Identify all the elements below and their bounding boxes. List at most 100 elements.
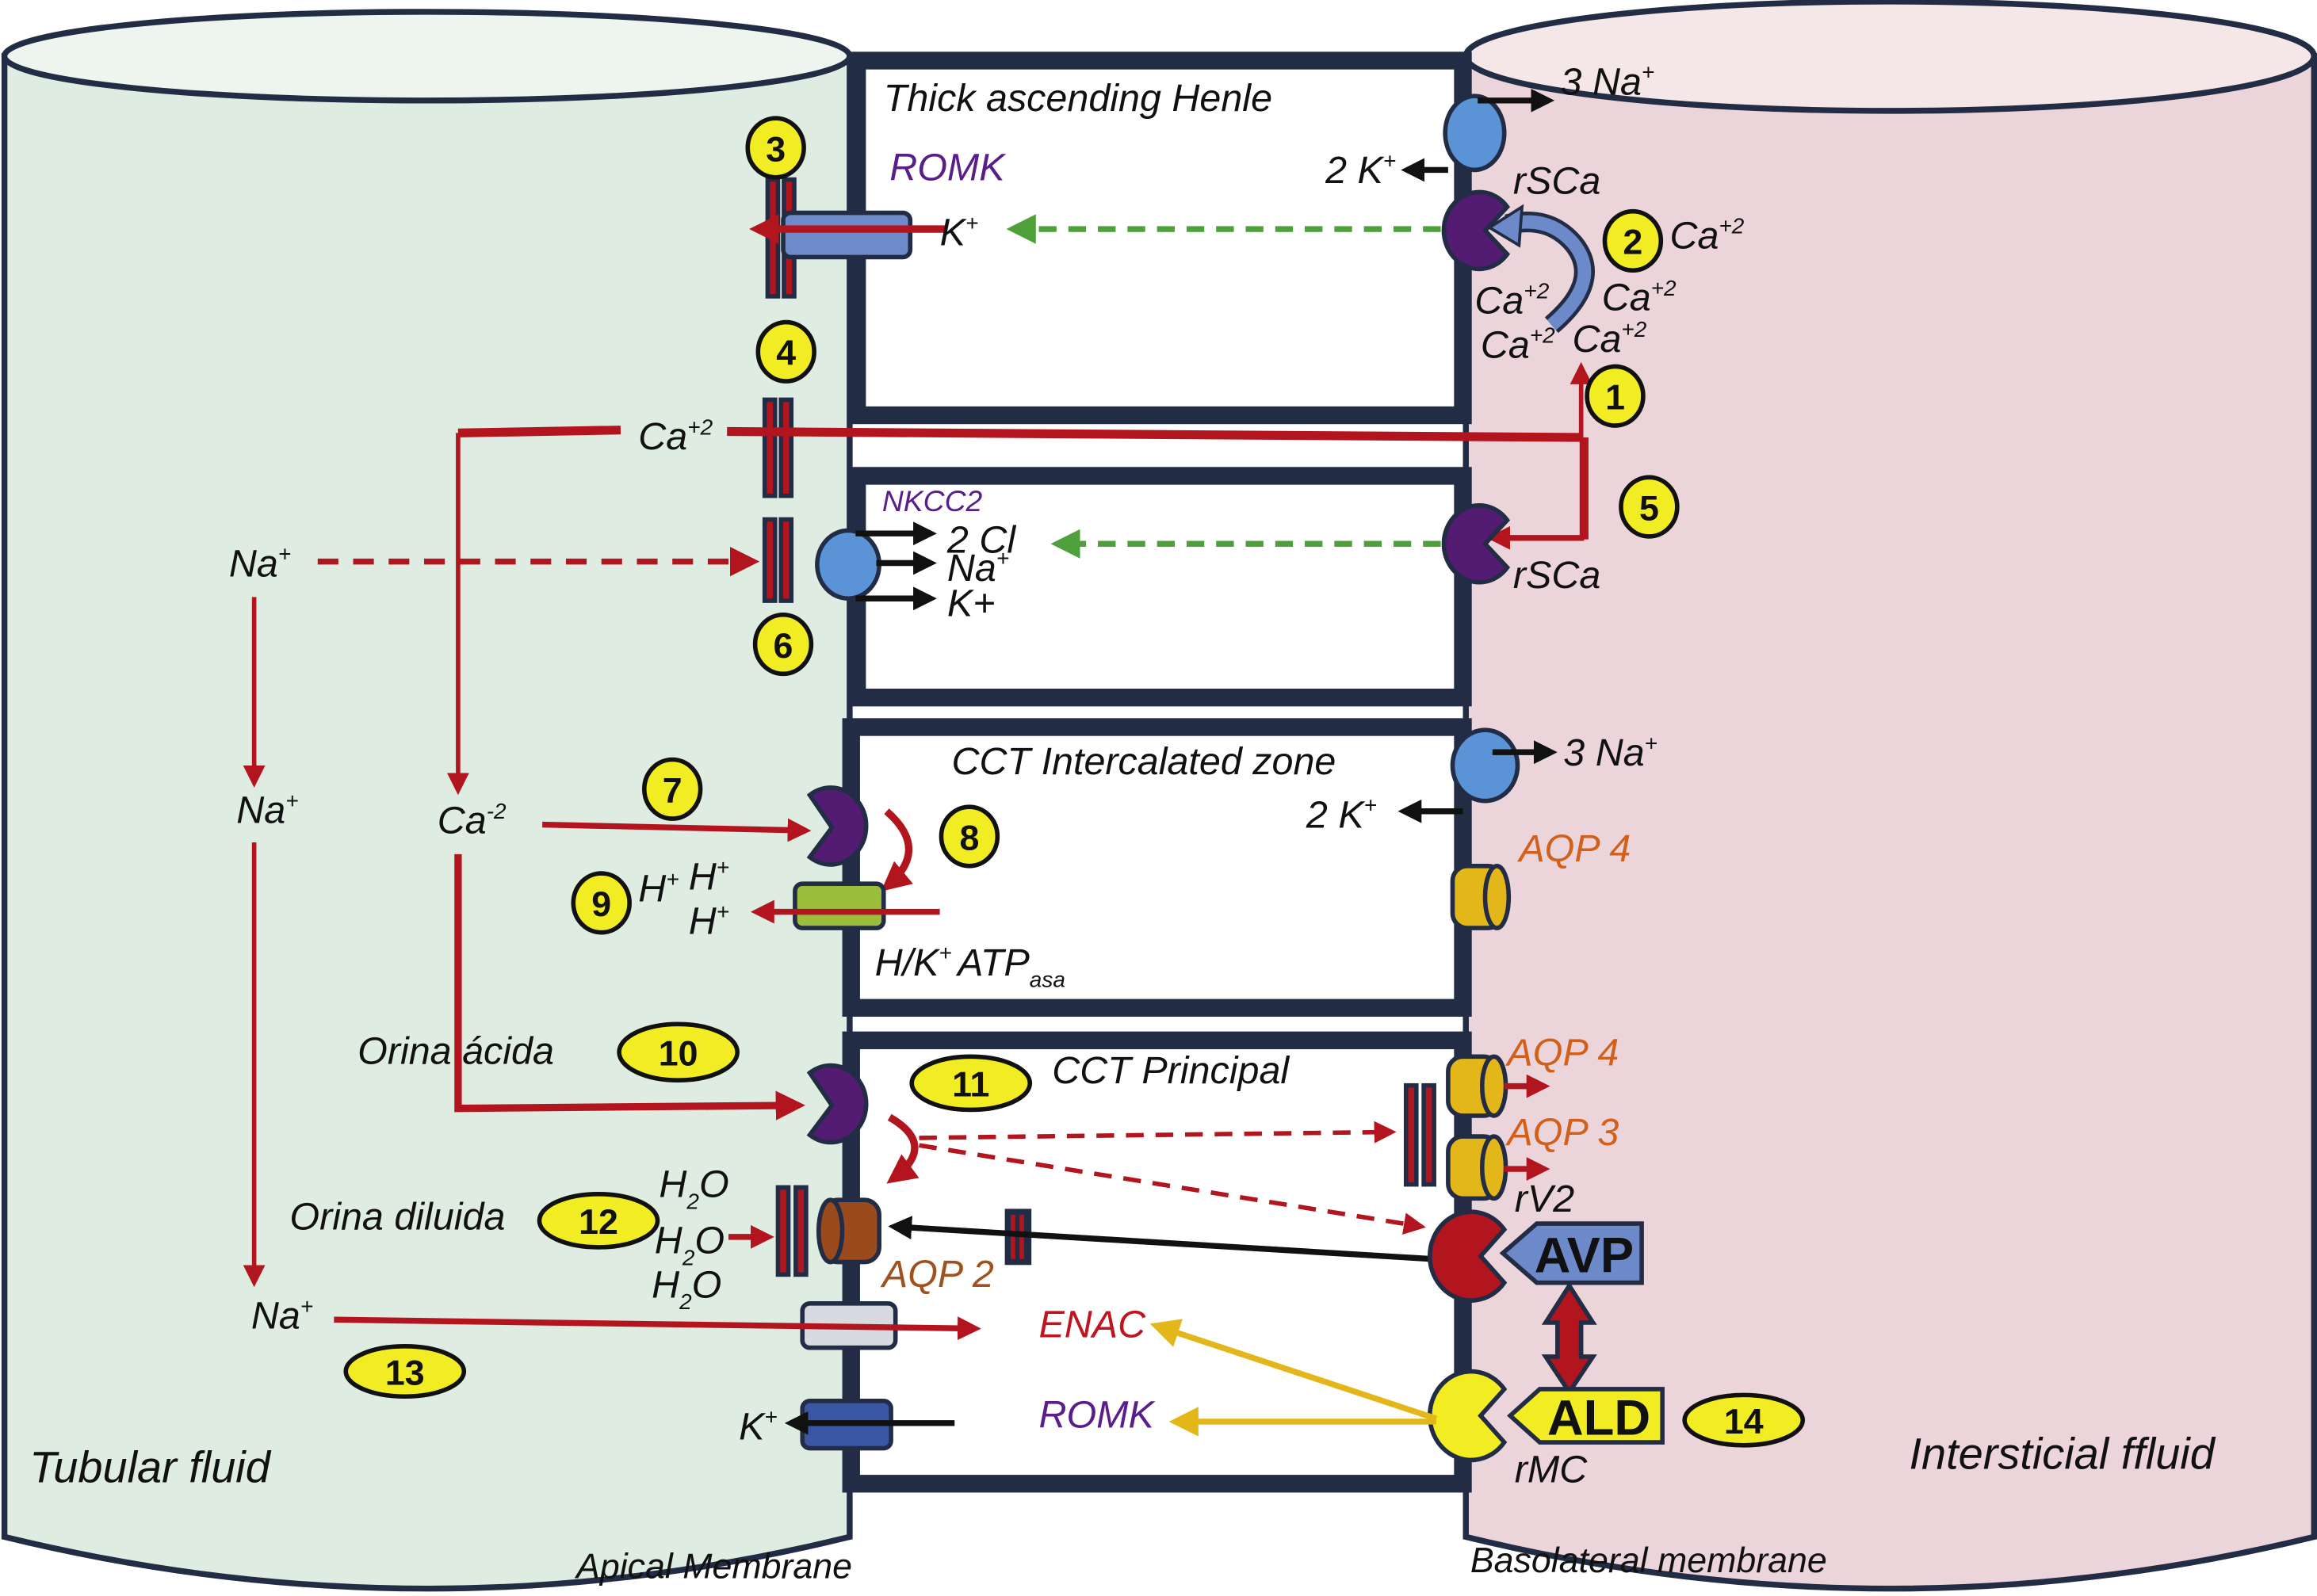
svg-text:10: 10 xyxy=(659,1034,698,1074)
rsca-receptor-top xyxy=(1441,189,1511,272)
badge-12: 12 xyxy=(537,1191,660,1250)
two-cl-label: 2 Cl xyxy=(946,518,1016,561)
ca-label-a: Ca+2 xyxy=(1474,279,1549,323)
rmc-label: rMC xyxy=(1515,1448,1588,1491)
basolateral-membrane-label: Basolateral membrane xyxy=(1470,1541,1827,1580)
svg-text:4: 4 xyxy=(776,334,796,373)
badge-9: 9 xyxy=(571,871,632,935)
ca-label-b: Ca+2 xyxy=(1602,276,1677,319)
tight-junction-4 xyxy=(762,397,794,498)
ca-label-badge2: Ca+2 xyxy=(1669,214,1744,258)
rsca-receptor-mid xyxy=(1441,503,1511,585)
ca-label-d: Ca+2 xyxy=(1572,317,1646,361)
aqp4-label-pc: AQP 4 xyxy=(1505,1032,1619,1075)
tight-junction-aqp2 xyxy=(775,1185,809,1277)
casr-receptor-pc xyxy=(806,1063,869,1145)
h-label-3: H+ xyxy=(689,899,729,943)
h2o-label-2: H2O xyxy=(655,1219,725,1270)
na-enac-arrow xyxy=(334,1316,981,1341)
rv2-receptor xyxy=(1428,1209,1508,1303)
badge-2: 2 xyxy=(1602,208,1664,273)
calcium-flow-path xyxy=(446,361,1592,796)
aqp2-label: AQP 2 xyxy=(880,1253,994,1296)
romk-label-top: ROMK xyxy=(889,146,1007,189)
aquaporin-2 xyxy=(816,1197,881,1265)
ca-label-c: Ca+2 xyxy=(1481,323,1555,367)
title-thick-ascending-henle: Thick ascending Henle xyxy=(884,77,1272,120)
three-na-label-top: 3 Na+ xyxy=(1561,60,1655,104)
segment-thick-ascending-henle xyxy=(848,52,1472,425)
badge-11: 11 xyxy=(909,1054,1033,1113)
na-label-nkcc: Na+ xyxy=(947,546,1009,590)
two-k-label-top: 2 K+ xyxy=(1325,149,1396,193)
aqp3-label-pc: AQP 3 xyxy=(1505,1111,1619,1154)
title-cct-principal: CCT Principal xyxy=(1052,1049,1290,1092)
h-label-1: H+ xyxy=(638,867,679,911)
na-label-left-top: Na+ xyxy=(229,542,291,586)
orina-acida-label: Orina ácida xyxy=(357,1030,554,1073)
enac-label: ENAC xyxy=(1039,1304,1147,1346)
badge-13: 13 xyxy=(343,1344,467,1399)
tubular-fluid-label: Tubular fluid xyxy=(29,1441,271,1491)
badge-6: 6 xyxy=(752,612,814,677)
ca-to-pc-receptor-path xyxy=(454,853,805,1121)
badge-8: 8 xyxy=(939,804,1000,869)
avp-label: AVP xyxy=(1535,1228,1635,1284)
k-label-bottom: K+ xyxy=(739,1405,778,1449)
calcium-binding-arrow-head xyxy=(1486,204,1524,248)
svg-text:7: 7 xyxy=(663,771,682,811)
badge-1: 1 xyxy=(1585,364,1646,428)
na-k-pump-top xyxy=(1443,94,1507,173)
three-na-label-ic: 3 Na+ xyxy=(1563,731,1657,774)
romk-channel-top xyxy=(781,210,913,260)
avp-hormone xyxy=(1499,1221,1644,1285)
nkcc2-label: NKCC2 xyxy=(882,484,983,517)
orina-diluida-label: Orina diluida xyxy=(289,1196,505,1239)
svg-text:8: 8 xyxy=(959,818,979,857)
badge-4: 4 xyxy=(755,319,816,384)
rv2-to-aqp2-arrow xyxy=(888,1216,1434,1262)
romk-label-bottom: ROMK xyxy=(1039,1393,1157,1436)
ald-label: ALD xyxy=(1547,1391,1650,1446)
badge-10: 10 xyxy=(617,1021,740,1082)
ca-label-left: Ca-2 xyxy=(438,799,507,842)
calcium-binding-curved-arrow-fill xyxy=(1505,215,1592,330)
na-label-left-bottom: Na+ xyxy=(251,1294,313,1338)
svg-text:1: 1 xyxy=(1605,378,1625,418)
svg-text:5: 5 xyxy=(1639,488,1659,528)
ald-hormone xyxy=(1506,1387,1665,1445)
segment-nkcc2 xyxy=(848,467,1472,707)
h-label-2: H+ xyxy=(689,855,729,899)
svg-text:6: 6 xyxy=(774,626,793,666)
tight-junction-aqp3-4 xyxy=(1403,1082,1436,1187)
badge-5: 5 xyxy=(1619,475,1680,539)
badge-7: 7 xyxy=(641,757,703,821)
ald-to-enac-arrow xyxy=(1149,1319,1438,1422)
aqp4-label-ic: AQP 4 xyxy=(1516,827,1631,870)
rsca-label-mid: rSCa xyxy=(1513,554,1600,597)
dashed-arrow-to-rv2 xyxy=(919,1143,1426,1235)
svg-text:9: 9 xyxy=(591,884,611,924)
badge-3: 3 xyxy=(745,116,806,180)
title-cct-intercalated: CCT Intercalated zone xyxy=(952,740,1336,783)
casr-receptor-ic xyxy=(806,785,869,867)
ca-to-ic-receptor-arrow xyxy=(542,818,812,842)
svg-text:3: 3 xyxy=(766,129,786,169)
k-label-nkcc: K+ xyxy=(947,582,996,625)
ca-label-main: Ca+2 xyxy=(638,414,713,458)
rv2-label: rV2 xyxy=(1515,1178,1574,1220)
interstitial-fluid-label: Intersticial ffluid xyxy=(1909,1429,2216,1479)
interstitial-fluid-cylinder xyxy=(1462,0,2317,1592)
svg-text:11: 11 xyxy=(952,1065,989,1105)
dashed-arrow-to-aqp xyxy=(919,1121,1397,1144)
aquaporin-4-ic xyxy=(1450,863,1512,930)
svg-text:14: 14 xyxy=(1724,1402,1764,1441)
hk-atpase-label: H/K+ATPasa xyxy=(875,941,1065,992)
na-k-pump-ic xyxy=(1450,727,1520,804)
h2o-label-1: H2O xyxy=(659,1163,728,1213)
segment-cct-intercalated xyxy=(842,718,1472,1017)
k-plus-label-top: K+ xyxy=(940,211,979,254)
apical-membrane-label: Apical Membrane xyxy=(574,1547,852,1586)
h2o-label-3: H2O xyxy=(652,1263,721,1314)
